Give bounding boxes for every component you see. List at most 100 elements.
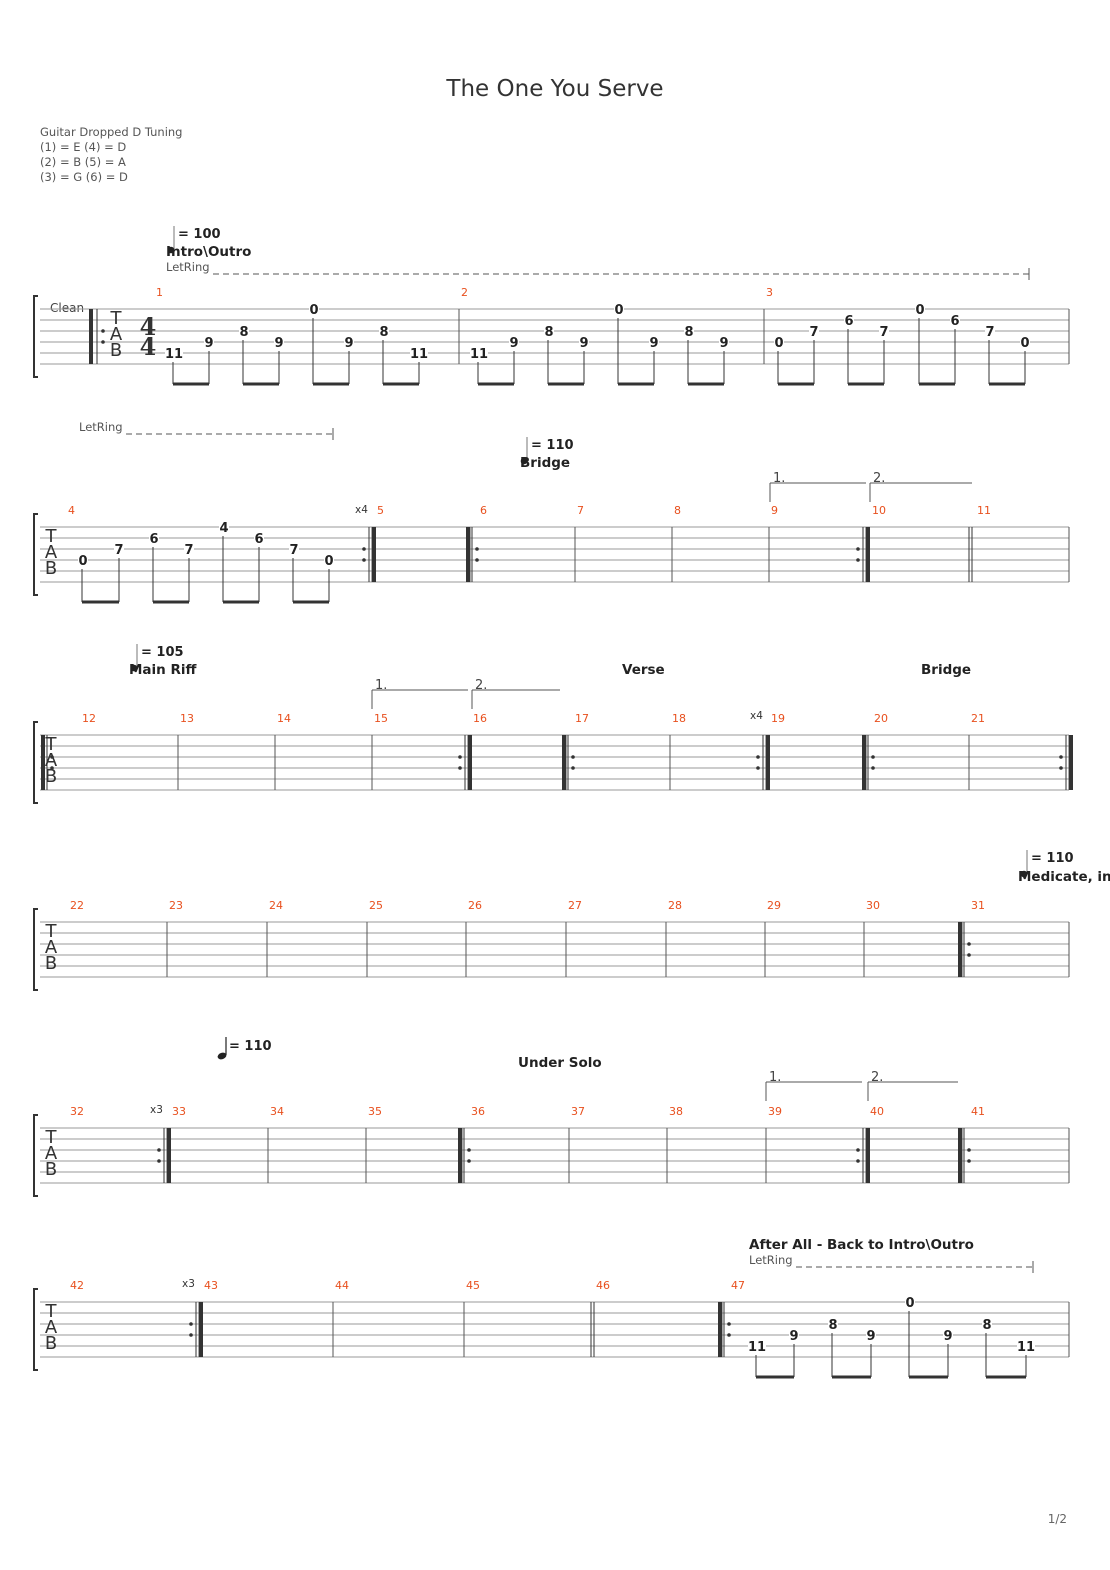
volta-label: 2. — [871, 1070, 883, 1085]
tuning-info: Guitar Dropped D Tuning (1) = E (4) = D … — [40, 125, 182, 184]
fret-number: 0 — [915, 303, 924, 318]
measure-number: 34 — [270, 1105, 284, 1118]
repeat-dot — [1059, 755, 1063, 759]
repeat-bar — [866, 527, 870, 582]
repeat-bar — [958, 922, 962, 977]
fret-bg — [879, 324, 889, 337]
repeat-bar — [41, 735, 45, 790]
section-label: Under Solo — [518, 1055, 602, 1071]
repeat-bar — [862, 735, 866, 790]
measure-number: 3 — [766, 286, 773, 299]
repeat-bar — [89, 309, 93, 364]
fret-bg — [748, 1339, 766, 1352]
measure-number: 11 — [977, 504, 991, 517]
repeat-dot — [727, 1322, 731, 1326]
letring-label: LetRing — [79, 420, 123, 434]
repeat-dot — [856, 1148, 860, 1152]
fret-bg — [985, 324, 995, 337]
measure-number: 46 — [596, 1279, 610, 1292]
fret-bg — [943, 1328, 953, 1341]
tempo-mark: = 110 — [531, 438, 574, 453]
fret-number: 9 — [274, 336, 283, 351]
tab-clef-letter: B — [110, 340, 122, 361]
measure-number: 37 — [571, 1105, 585, 1118]
tab-clef-letter: A — [45, 1143, 58, 1164]
volta-label: 2. — [475, 678, 487, 693]
fret-bg — [239, 324, 249, 337]
repeat-bar — [167, 1128, 171, 1183]
fret-number: 0 — [774, 336, 783, 351]
fret-bg — [950, 313, 960, 326]
repeat-dot — [157, 1159, 161, 1163]
volta-label: 2. — [873, 471, 885, 486]
fret-bg — [204, 335, 214, 348]
fret-bg — [809, 324, 819, 337]
repeat-dot — [50, 766, 54, 770]
repeat-dot — [458, 766, 462, 770]
repeat-bar — [718, 1302, 722, 1357]
fret-number: 8 — [379, 325, 388, 340]
page-number: 1/2 — [1048, 1512, 1067, 1526]
repeat-dot — [571, 766, 575, 770]
repeat-count: x4 — [355, 504, 368, 516]
measure-number: 4 — [68, 504, 75, 517]
measure-number: 31 — [971, 899, 985, 912]
time-signature: 4 — [140, 332, 157, 361]
fret-bg — [344, 335, 354, 348]
fret-number: 0 — [905, 1296, 914, 1311]
fret-bg — [1017, 1339, 1035, 1352]
tab-clef-letter: T — [45, 1127, 58, 1148]
fret-bg — [184, 542, 194, 555]
measure-number: 10 — [872, 504, 886, 517]
volta-label: 1. — [773, 471, 785, 486]
repeat-dot — [756, 755, 760, 759]
tab-clef-letter: T — [110, 308, 123, 329]
fret-bg — [719, 335, 729, 348]
measure-number: 40 — [870, 1105, 884, 1118]
fret-bg — [324, 553, 334, 566]
repeat-dot — [1059, 766, 1063, 770]
section-label: Verse — [622, 662, 665, 678]
fret-number: 6 — [844, 314, 853, 329]
section-label: After All - Back to Intro\Outro — [749, 1237, 974, 1253]
fret-bg — [410, 346, 428, 359]
fret-bg — [219, 520, 229, 533]
tab-clef-letter: A — [45, 750, 58, 771]
repeat-bar — [468, 735, 472, 790]
song-title: The One You Serve — [445, 76, 663, 102]
repeat-dot — [475, 558, 479, 562]
repeat-dot — [967, 942, 971, 946]
tab-clef-letter: T — [45, 734, 58, 755]
fret-number: 7 — [114, 543, 123, 558]
repeat-dot — [571, 755, 575, 759]
fret-number: 8 — [239, 325, 248, 340]
fret-bg — [114, 542, 124, 555]
section-label: Main Riff — [129, 662, 198, 678]
repeat-dot — [856, 558, 860, 562]
fret-number: 4 — [219, 521, 228, 536]
fret-number: 8 — [544, 325, 553, 340]
fret-number: 9 — [789, 1329, 798, 1344]
system-bracket — [33, 295, 38, 378]
tempo-note-icon — [130, 664, 138, 672]
measure-number: 22 — [70, 899, 84, 912]
fret-number: 9 — [204, 336, 213, 351]
volta-label: 1. — [769, 1070, 781, 1085]
fret-number: 7 — [809, 325, 818, 340]
fret-number: 6 — [149, 532, 158, 547]
measure-number: 20 — [874, 712, 888, 725]
fret-number: 11 — [165, 347, 183, 362]
tuning-heading: Guitar Dropped D Tuning — [40, 125, 182, 139]
measure-number: 24 — [269, 899, 283, 912]
fret-number: 7 — [879, 325, 888, 340]
fret-bg — [78, 553, 88, 566]
instrument-label: Clean — [50, 301, 84, 315]
fret-bg — [509, 335, 519, 348]
repeat-dot — [157, 1148, 161, 1152]
tempo-mark: = 110 — [1031, 851, 1074, 866]
fret-bg — [982, 1317, 992, 1330]
measure-number: 43 — [204, 1279, 218, 1292]
time-signature: 4 — [140, 312, 157, 341]
